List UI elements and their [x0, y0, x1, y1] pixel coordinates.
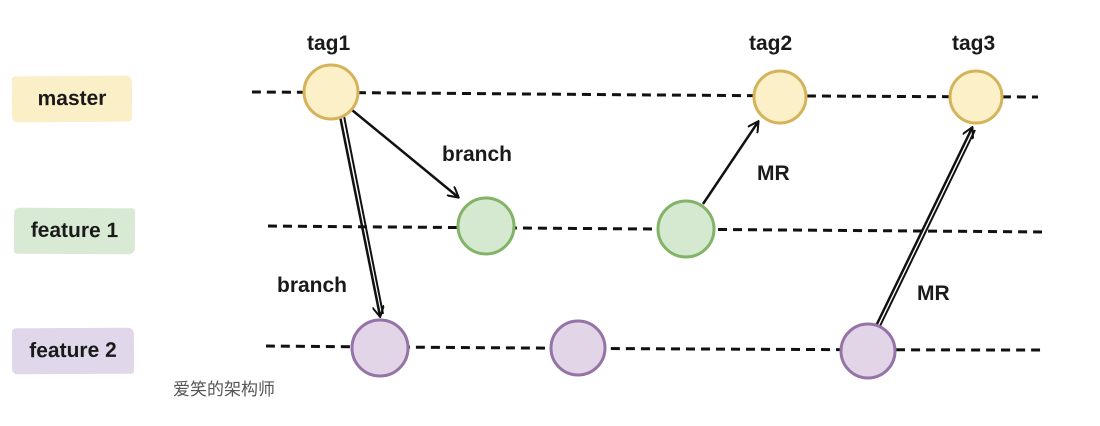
merge-arrow-to-tag2: [701, 122, 758, 205]
commit-feature-2-c: [839, 322, 897, 380]
commit-master-tag3: [948, 69, 1004, 125]
commit-feature-2-a: [350, 318, 410, 378]
commit-master-tag2: [752, 69, 808, 125]
commit-feature-1-a: [456, 196, 516, 256]
edge-label-branch-bottom: branch: [277, 274, 348, 297]
feature-1-line: [267, 224, 1046, 234]
tag-label-tag1: tag1: [307, 32, 351, 55]
tag-label-tag3: tag3: [952, 32, 996, 55]
edge-label-mr-top: MR: [757, 162, 790, 185]
tag-label-tag2: tag2: [749, 32, 793, 55]
commit-master-tag1: [302, 63, 360, 121]
commit-feature-2-b: [549, 319, 607, 377]
edge-label-mr-bottom: MR: [917, 282, 950, 305]
watermark-text: 爱笑的架构师: [173, 380, 275, 400]
commit-feature-1-b: [656, 199, 716, 259]
master-line: [251, 90, 1039, 99]
branch-arrow-to-feature-2: [338, 115, 380, 316]
edge-label-branch-top: branch: [442, 143, 513, 166]
branch-arrow-to-feature-1: [351, 109, 458, 197]
merge-arrow-to-tag3: [874, 128, 972, 327]
